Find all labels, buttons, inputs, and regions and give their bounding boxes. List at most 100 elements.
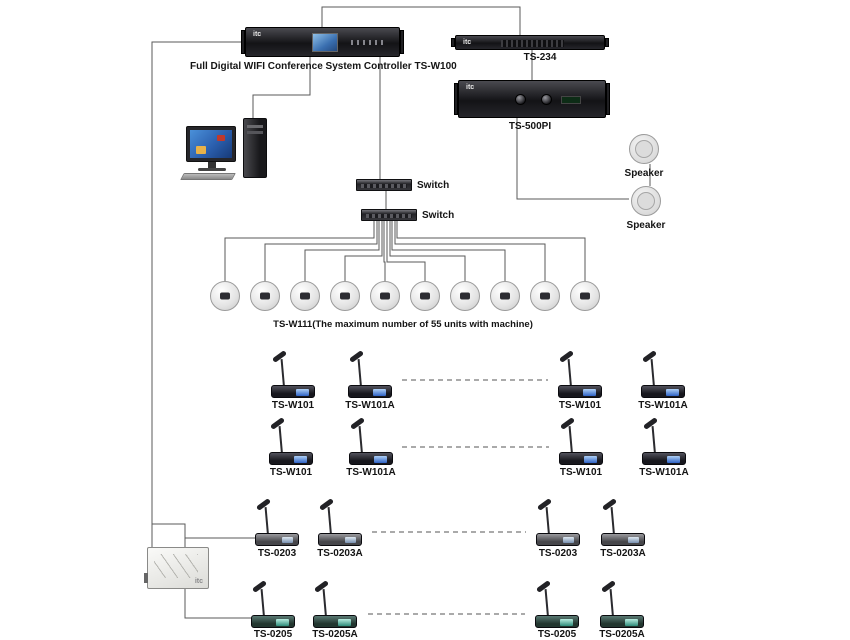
power-supply-unit: itc [144,547,209,589]
mic-head [269,417,286,430]
mic-gooseneck [609,589,614,618]
mic-screen [373,389,386,396]
mic-gooseneck [651,426,656,455]
mic-base [535,615,579,628]
mic-base [601,533,645,546]
mic-screen [666,389,679,396]
ceiling-units-note: TS-W111(The maximum number of 55 units w… [273,319,533,330]
rack-ear [606,83,610,115]
controller-buttons [351,40,385,45]
mic-base [271,385,315,398]
mic-base [313,615,357,628]
controller-label: Full Digital WIFI Conference System Cont… [190,61,457,72]
switch-label: Switch [417,180,450,191]
mic-head [558,350,575,363]
mic-screen [625,619,638,626]
mic-head [271,350,288,363]
mic-screen [667,456,680,463]
mic-base [349,452,393,465]
mic-label: TS-0205A [312,629,358,640]
mic-unit [601,498,645,546]
mic-unit [558,350,602,398]
rack-ts-234: itc [451,35,609,50]
amplifier-ts-500pi: itc [454,80,610,118]
controller-ts-w100: itc [241,27,404,57]
mic-unit [271,350,315,398]
ceiling-unit [330,281,360,311]
mic-gooseneck [568,426,573,455]
mic-gooseneck [358,426,363,455]
mic-gooseneck [567,359,572,388]
ceiling-unit [250,281,280,311]
mic-gooseneck [264,507,269,536]
brand-logo: itc [253,31,262,38]
ts234-label: TS-234 [523,52,557,63]
mic-unit [642,417,686,465]
mic-label: TS-0203 [538,548,578,559]
mic-label: TS-W101A [346,467,396,478]
mic-base [255,533,299,546]
mic-head [559,417,576,430]
mic-unit [348,350,392,398]
mic-label: TS-W101A [639,467,689,478]
mic-head [535,580,552,593]
mic-screen [338,619,351,626]
speaker-unit [629,134,659,164]
mic-unit [313,580,357,628]
mic-head [251,580,268,593]
ceiling-unit [570,281,600,311]
mic-gooseneck [545,507,550,536]
mic-head [349,417,366,430]
rack-ear [451,38,455,47]
mic-unit [559,417,603,465]
ceiling-unit [450,281,480,311]
mic-screen [584,456,597,463]
monitor-base [198,168,226,171]
mic-screen [374,456,387,463]
mic-head [318,498,335,511]
brand-logo: itc [463,39,472,46]
mic-base [348,385,392,398]
mic-screen [628,537,639,543]
mic-gooseneck [322,589,327,618]
speaker-label: Speaker [626,220,666,231]
mic-base [642,452,686,465]
ts500pi-label: TS-500PI [508,121,552,132]
mic-label: TS-W101A [638,400,688,411]
mic-label: TS-W101 [271,400,315,411]
pc-tower [243,118,267,178]
mic-screen [560,619,573,626]
monitor-stand [208,162,216,168]
mic-unit [349,417,393,465]
mic-unit [536,498,580,546]
mic-screen [296,389,309,396]
amp-display [561,96,581,104]
mic-head [600,580,617,593]
mic-label: TS-0205 [537,629,577,640]
mic-unit [269,417,313,465]
mic-head [641,350,658,363]
mic-screen [583,389,596,396]
mic-head [348,350,365,363]
ceiling-unit [410,281,440,311]
volume-knob [515,94,526,105]
controller-display [312,33,338,52]
mic-head [642,417,659,430]
mic-label: TS-W101 [559,467,603,478]
rack-ear [400,30,404,54]
mic-unit [255,498,299,546]
mic-gooseneck [260,589,265,618]
mic-head [536,498,553,511]
mic-label: TS-0205 [253,629,293,640]
mic-gooseneck [280,359,285,388]
rack-ear [454,83,458,115]
keyboard [180,173,236,180]
mic-gooseneck [610,507,615,536]
speaker-label: Speaker [624,168,664,179]
monitor [186,126,236,162]
mic-base [558,385,602,398]
mic-head [313,580,330,593]
mic-unit [251,580,295,628]
